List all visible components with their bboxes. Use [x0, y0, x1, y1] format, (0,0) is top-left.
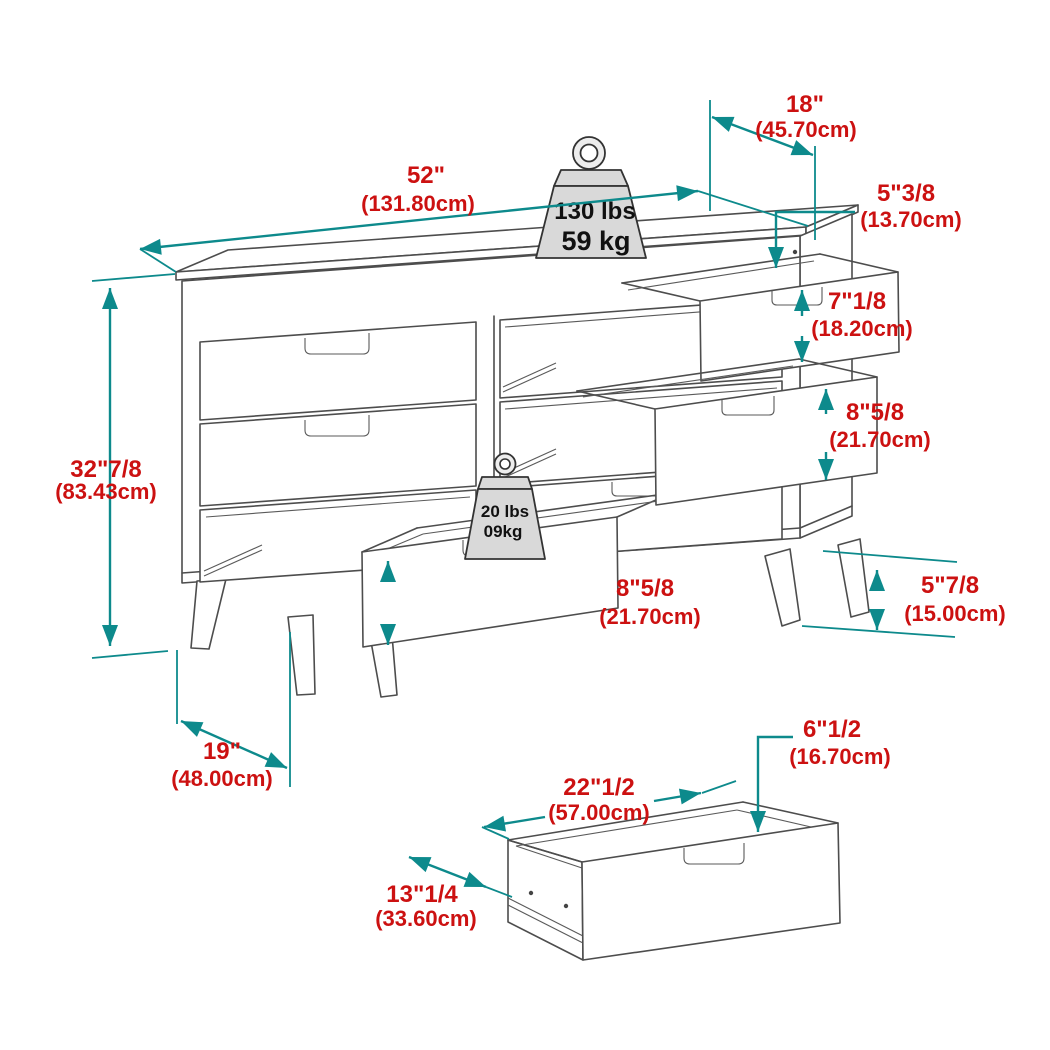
- leg-front-right: [764, 548, 801, 627]
- weight-icon-drawer: 20 lbs 09kg: [464, 452, 546, 560]
- dim-overall-height: 32"7/8 (83.43cm): [55, 273, 176, 659]
- top-weight-kg: 59 kg: [561, 226, 630, 256]
- dim-top-rail-in: 5"3/8: [877, 180, 935, 207]
- drawer-left-middle: [199, 403, 477, 507]
- dim-width-cm: (131.80cm): [361, 191, 475, 216]
- dim-top-drawer-height: 7"1/8 (18.20cm): [794, 288, 913, 362]
- dim-right-drawer-cm: (21.70cm): [829, 427, 931, 452]
- leg-back-left: [287, 614, 316, 696]
- dim-drawer-depth-in: 13"1/4: [386, 881, 458, 908]
- dim-drawer-width-in: 22"1/2: [563, 774, 634, 801]
- dim-right-drawer-height: 8"5/8 (21.70cm): [818, 389, 931, 480]
- dim-depth-top-cm: (45.70cm): [755, 117, 857, 142]
- dim-width: 52" (131.80cm): [139, 162, 809, 273]
- dim-depth-top: 18" (45.70cm): [709, 91, 857, 240]
- dim-open-drawer-cm: (21.70cm): [599, 604, 701, 629]
- leg-front-left: [190, 578, 227, 650]
- dim-drawer-front-in: 6"1/2: [803, 716, 861, 743]
- dim-leg-height-in: 5"7/8: [921, 572, 979, 599]
- dim-base-depth-in: 19": [203, 738, 241, 765]
- dim-overall-height-cm: (83.43cm): [55, 479, 157, 504]
- dim-top-rail-cm: (13.70cm): [860, 207, 962, 232]
- dim-drawer-depth-cm: (33.60cm): [375, 906, 477, 931]
- dim-depth-top-in: 18": [786, 91, 824, 118]
- dim-width-in: 52": [407, 162, 445, 189]
- dim-overall-height-in: 32"7/8: [70, 456, 141, 483]
- drawer-left-top: [199, 321, 477, 421]
- dim-top-drawer-cm: (18.20cm): [811, 316, 913, 341]
- dresser-right-side: [799, 213, 853, 539]
- leg-back-right: [837, 538, 870, 618]
- dim-top-rail: 5"3/8 (13.70cm): [768, 180, 962, 268]
- dim-base-depth-cm: (48.00cm): [171, 766, 273, 791]
- detail-drawer: [507, 801, 841, 961]
- dim-drawer-width-cm: (57.00cm): [548, 800, 650, 825]
- drawer-weight-kg: 09kg: [484, 522, 523, 541]
- dim-drawer-width: 22"1/2 (57.00cm): [481, 774, 737, 840]
- dim-right-drawer-in: 8"5/8: [846, 399, 904, 426]
- dim-leg-height-cm: (15.00cm): [904, 601, 1006, 626]
- dim-drawer-depth: 13"1/4 (33.60cm): [375, 855, 513, 931]
- dim-top-drawer-in: 7"1/8: [828, 288, 886, 315]
- dim-base-depth: 19" (48.00cm): [171, 632, 291, 791]
- dresser-drawing: 20 lbs 09kg 130 lbs 59: [175, 136, 900, 961]
- dim-open-drawer-height: 8"5/8 (21.70cm): [380, 561, 701, 645]
- dim-open-drawer-in: 8"5/8: [616, 575, 674, 602]
- dim-leg-height: 5"7/8 (15.00cm): [801, 550, 1006, 638]
- dim-drawer-front-height: 6"1/2 (16.70cm): [750, 716, 891, 832]
- dim-drawer-front-cm: (16.70cm): [789, 744, 891, 769]
- pulled-drawer-right-top: [621, 253, 900, 382]
- drawer-weight-lbs: 20 lbs: [481, 502, 529, 521]
